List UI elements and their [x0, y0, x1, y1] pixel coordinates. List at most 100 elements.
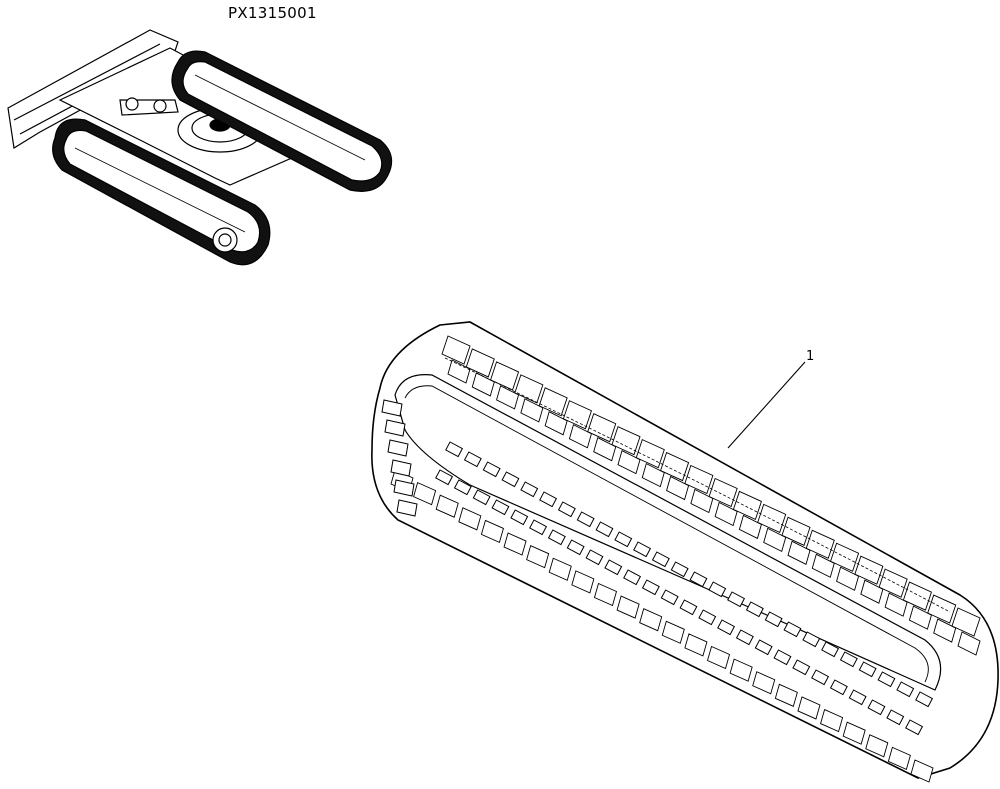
curl-lug [390, 459, 412, 477]
undercarriage-overview [7, 29, 393, 266]
guide-lug [595, 521, 614, 538]
upper-lug-inner [860, 579, 884, 604]
guide-lug [679, 599, 698, 616]
guide-lug [745, 601, 764, 618]
lower-lug [413, 481, 437, 506]
upper-lug-inner [787, 540, 811, 565]
guide-lug [867, 699, 886, 716]
guide-lug [905, 719, 924, 736]
upper-lug-inner [811, 553, 835, 578]
upper-lug-inner [763, 527, 787, 553]
guide-lug [764, 611, 783, 628]
upper-lug-inner [520, 398, 544, 423]
guide-lug [839, 651, 858, 668]
lower-lug [865, 734, 889, 758]
lower-lug [593, 582, 618, 607]
guide-lug [547, 529, 566, 546]
upper-lug-inner [617, 450, 641, 475]
lower-lug [435, 494, 459, 518]
guide-lug [491, 499, 510, 516]
upper-lug [490, 361, 520, 391]
guide-lug [698, 609, 717, 626]
upper-lug-inner [544, 411, 568, 436]
upper-lug-inner [836, 566, 860, 591]
guide-lug [792, 659, 811, 676]
upper-lug-inner [884, 592, 908, 617]
upper-lug [611, 426, 641, 456]
upper-lug-inner [568, 424, 592, 449]
guide-lug [566, 539, 585, 556]
inner-guide-lugs [381, 399, 934, 736]
guide-lug [435, 469, 454, 486]
upper-lug-inner [690, 488, 714, 514]
upper-lug-inner [593, 437, 617, 462]
callout-1: 1 [727, 349, 814, 449]
guide-lug [463, 451, 482, 468]
upper-lug-inner [447, 359, 471, 384]
curl-lug [393, 479, 415, 497]
guide-lug [641, 579, 660, 596]
upper-lug-inner [738, 514, 762, 540]
guide-lug [576, 511, 595, 528]
upper-lug [441, 335, 471, 365]
guide-lug [717, 619, 736, 636]
guide-lug [670, 561, 689, 578]
guide-lug [708, 581, 727, 598]
guide-lug [886, 709, 905, 726]
upper-lug [927, 594, 957, 624]
track-inner-belt [394, 374, 942, 691]
upper-lug [635, 439, 665, 469]
curl-lug [396, 499, 418, 517]
lower-lug [480, 519, 504, 544]
leader-line [727, 361, 806, 449]
upper-lug [781, 516, 811, 546]
lower-lug [729, 658, 753, 682]
upper-lug-inner [471, 372, 495, 397]
upper-lug [902, 581, 932, 611]
guide-lug [501, 471, 520, 488]
guide-lug [858, 661, 877, 678]
curl-lug [387, 439, 409, 457]
upper-lug [465, 348, 495, 378]
upper-lug-inner [666, 475, 690, 501]
callout-label: 1 [806, 349, 814, 364]
upper-lug-inner [641, 462, 665, 488]
guide-lug [735, 629, 754, 646]
guide-lug [915, 691, 934, 708]
upper-lug-inner [908, 605, 932, 630]
guide-lug [539, 491, 558, 508]
guide-lug [811, 669, 830, 686]
lower-lug [458, 507, 482, 531]
guide-lug [802, 631, 821, 648]
guide-lug [557, 501, 576, 518]
guide-lug [829, 679, 848, 696]
guide-lug [445, 441, 464, 458]
curl-lug [381, 399, 403, 417]
upper-lug-inner [714, 501, 738, 527]
guide-lug [783, 621, 802, 638]
upper-lug-inner [957, 631, 981, 656]
upper-lug [514, 374, 544, 404]
lower-lug [752, 671, 776, 695]
guide-lug [773, 649, 792, 666]
lower-lug [571, 570, 595, 594]
upper-lug-inner [496, 385, 520, 410]
guide-lug [877, 671, 896, 688]
upper-lug [538, 387, 568, 417]
upper-lug [951, 607, 981, 637]
upper-lug [587, 413, 617, 443]
lower-lug [639, 608, 663, 632]
figure-id: PX1315001 [228, 4, 317, 22]
lower-lug [774, 683, 798, 707]
upper-lug [757, 503, 787, 533]
lower-lug [910, 759, 934, 783]
upper-lug [562, 400, 592, 430]
guide-lug [529, 519, 548, 536]
lower-lug [842, 721, 866, 745]
guide-lug [482, 461, 501, 478]
lower-lug [503, 532, 527, 556]
lower-lug [887, 746, 911, 771]
upper-lug [732, 490, 762, 521]
guide-lug [520, 481, 539, 498]
